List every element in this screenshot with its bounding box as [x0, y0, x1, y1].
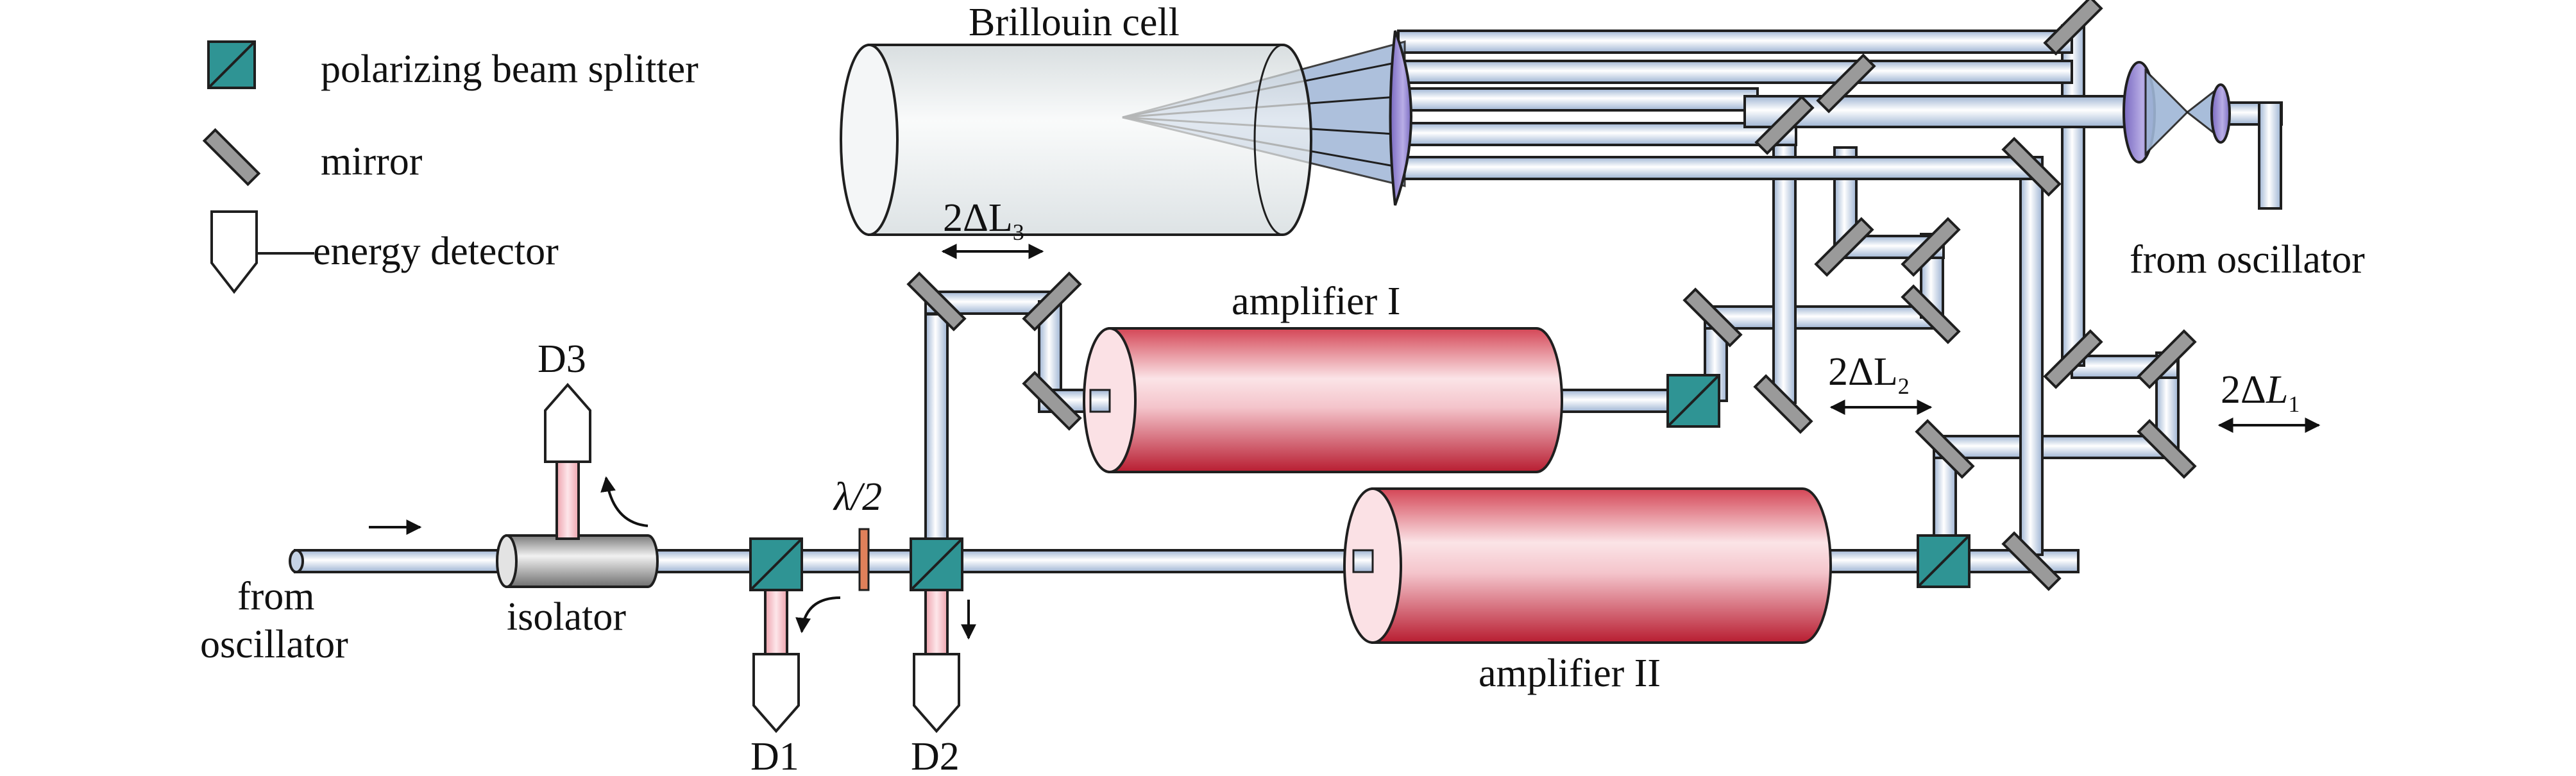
beam-upper-2 — [1397, 60, 2073, 84]
brillouin-cell-label: Brillouin cell — [969, 1, 1180, 44]
mirror-icon — [2043, 0, 2103, 56]
mirror-icon — [1682, 287, 1743, 348]
half-wave-plate-icon — [858, 528, 870, 591]
polarizing-beam-splitter-1-icon — [749, 537, 803, 591]
delay-1-label: 2ΔL1 — [2221, 368, 2300, 417]
input-beam-cap — [289, 549, 304, 573]
energy-detector-d3-icon — [544, 382, 591, 463]
delay-1-indicator: 2ΔL1 — [2217, 368, 2321, 433]
mirror-icon — [2001, 531, 2062, 591]
beam-osc-right-v — [2258, 101, 2282, 210]
beam-to-lenses — [1743, 95, 2144, 128]
mirror-icon — [1814, 217, 1874, 277]
legend-label-splitter: polarizing beam splitter — [321, 47, 699, 91]
telescope-beam-cone-1 — [2144, 68, 2189, 156]
delay-2-label: 2ΔL2 — [1828, 350, 1910, 399]
from-oscillator-left-line1: from — [237, 575, 315, 618]
beam-bs2-up — [924, 313, 949, 553]
mirror-icon — [2137, 329, 2197, 389]
detector-d2-label: D2 — [911, 735, 960, 776]
beam-paths — [294, 24, 2283, 573]
mirror-icon — [2043, 329, 2103, 389]
polarizing-beam-splitter-3-icon — [1666, 374, 1720, 428]
isolator-label: isolator — [507, 595, 626, 639]
energy-detector-d2-icon — [913, 653, 960, 734]
mirror-icon — [202, 128, 261, 187]
energy-detector-d1-icon — [752, 653, 800, 734]
energy-detector-icon — [210, 210, 314, 294]
mirror-icon — [1901, 217, 1961, 277]
mirrors — [906, 0, 2197, 591]
focusing-lens-icon — [1389, 30, 1412, 206]
amplifier-2 — [1343, 487, 1832, 644]
mirror-icon — [1915, 419, 1975, 479]
mirror-icon — [2137, 419, 2197, 479]
beam-delay1-column — [2019, 156, 2044, 556]
main-beam-line — [294, 549, 1387, 573]
mirror-icon — [2001, 137, 2062, 197]
delay-3-label: 2ΔL3 — [943, 196, 1024, 245]
from-oscillator-right-label: from oscillator — [2130, 238, 2365, 282]
from-oscillator-left-line2: oscillator — [200, 623, 348, 666]
mirror-icon — [1754, 95, 1815, 155]
polarizing-beam-splitter-icon — [207, 40, 256, 89]
polarizing-beam-splitter-4-icon — [1917, 534, 1970, 588]
brillouin-cell — [840, 44, 1312, 236]
mirror-icon — [1022, 271, 1082, 332]
beam-delay2-lower — [1704, 305, 1944, 330]
legend-label-mirror: mirror — [321, 140, 423, 183]
telescope-lens-small-icon — [2210, 83, 2231, 144]
amplifier-1-label: amplifier I — [1232, 280, 1400, 323]
d1-reflect-arrow — [795, 596, 841, 634]
legend-label-detector: energy detector — [313, 230, 559, 273]
delay-3-indicator: 2ΔL3 — [941, 196, 1044, 259]
mirror-icon — [1901, 284, 1961, 344]
beam-upper-1 — [1397, 30, 2073, 54]
beam-lower-1 — [1397, 122, 1797, 146]
half-wave-plate-label: λ/2 — [833, 475, 882, 519]
mirror-icon — [1816, 53, 1876, 114]
mirror-icon — [906, 271, 967, 332]
isolator — [496, 534, 659, 588]
beam-upper-3 — [1397, 87, 1759, 112]
mirror-icon — [1022, 371, 1082, 431]
legend: polarizing beam splitter mirror energy d… — [202, 40, 699, 294]
delay-2-indicator: 2ΔL2 — [1828, 350, 1933, 415]
amplifier-2-label: amplifier II — [1479, 652, 1661, 695]
mirror-icon — [1753, 374, 1813, 434]
beam-delay1-lower — [1933, 435, 2179, 459]
detector-d3-label: D3 — [538, 337, 586, 381]
detector-d1-label: D1 — [750, 735, 799, 776]
d3-reflect-arrow — [600, 476, 648, 527]
beam-lower-2 — [1397, 156, 2035, 180]
polarizing-beam-splitter-2-icon — [910, 537, 963, 591]
beam-amp1-out — [1551, 389, 1688, 413]
amplifier-1 — [1083, 327, 1563, 473]
